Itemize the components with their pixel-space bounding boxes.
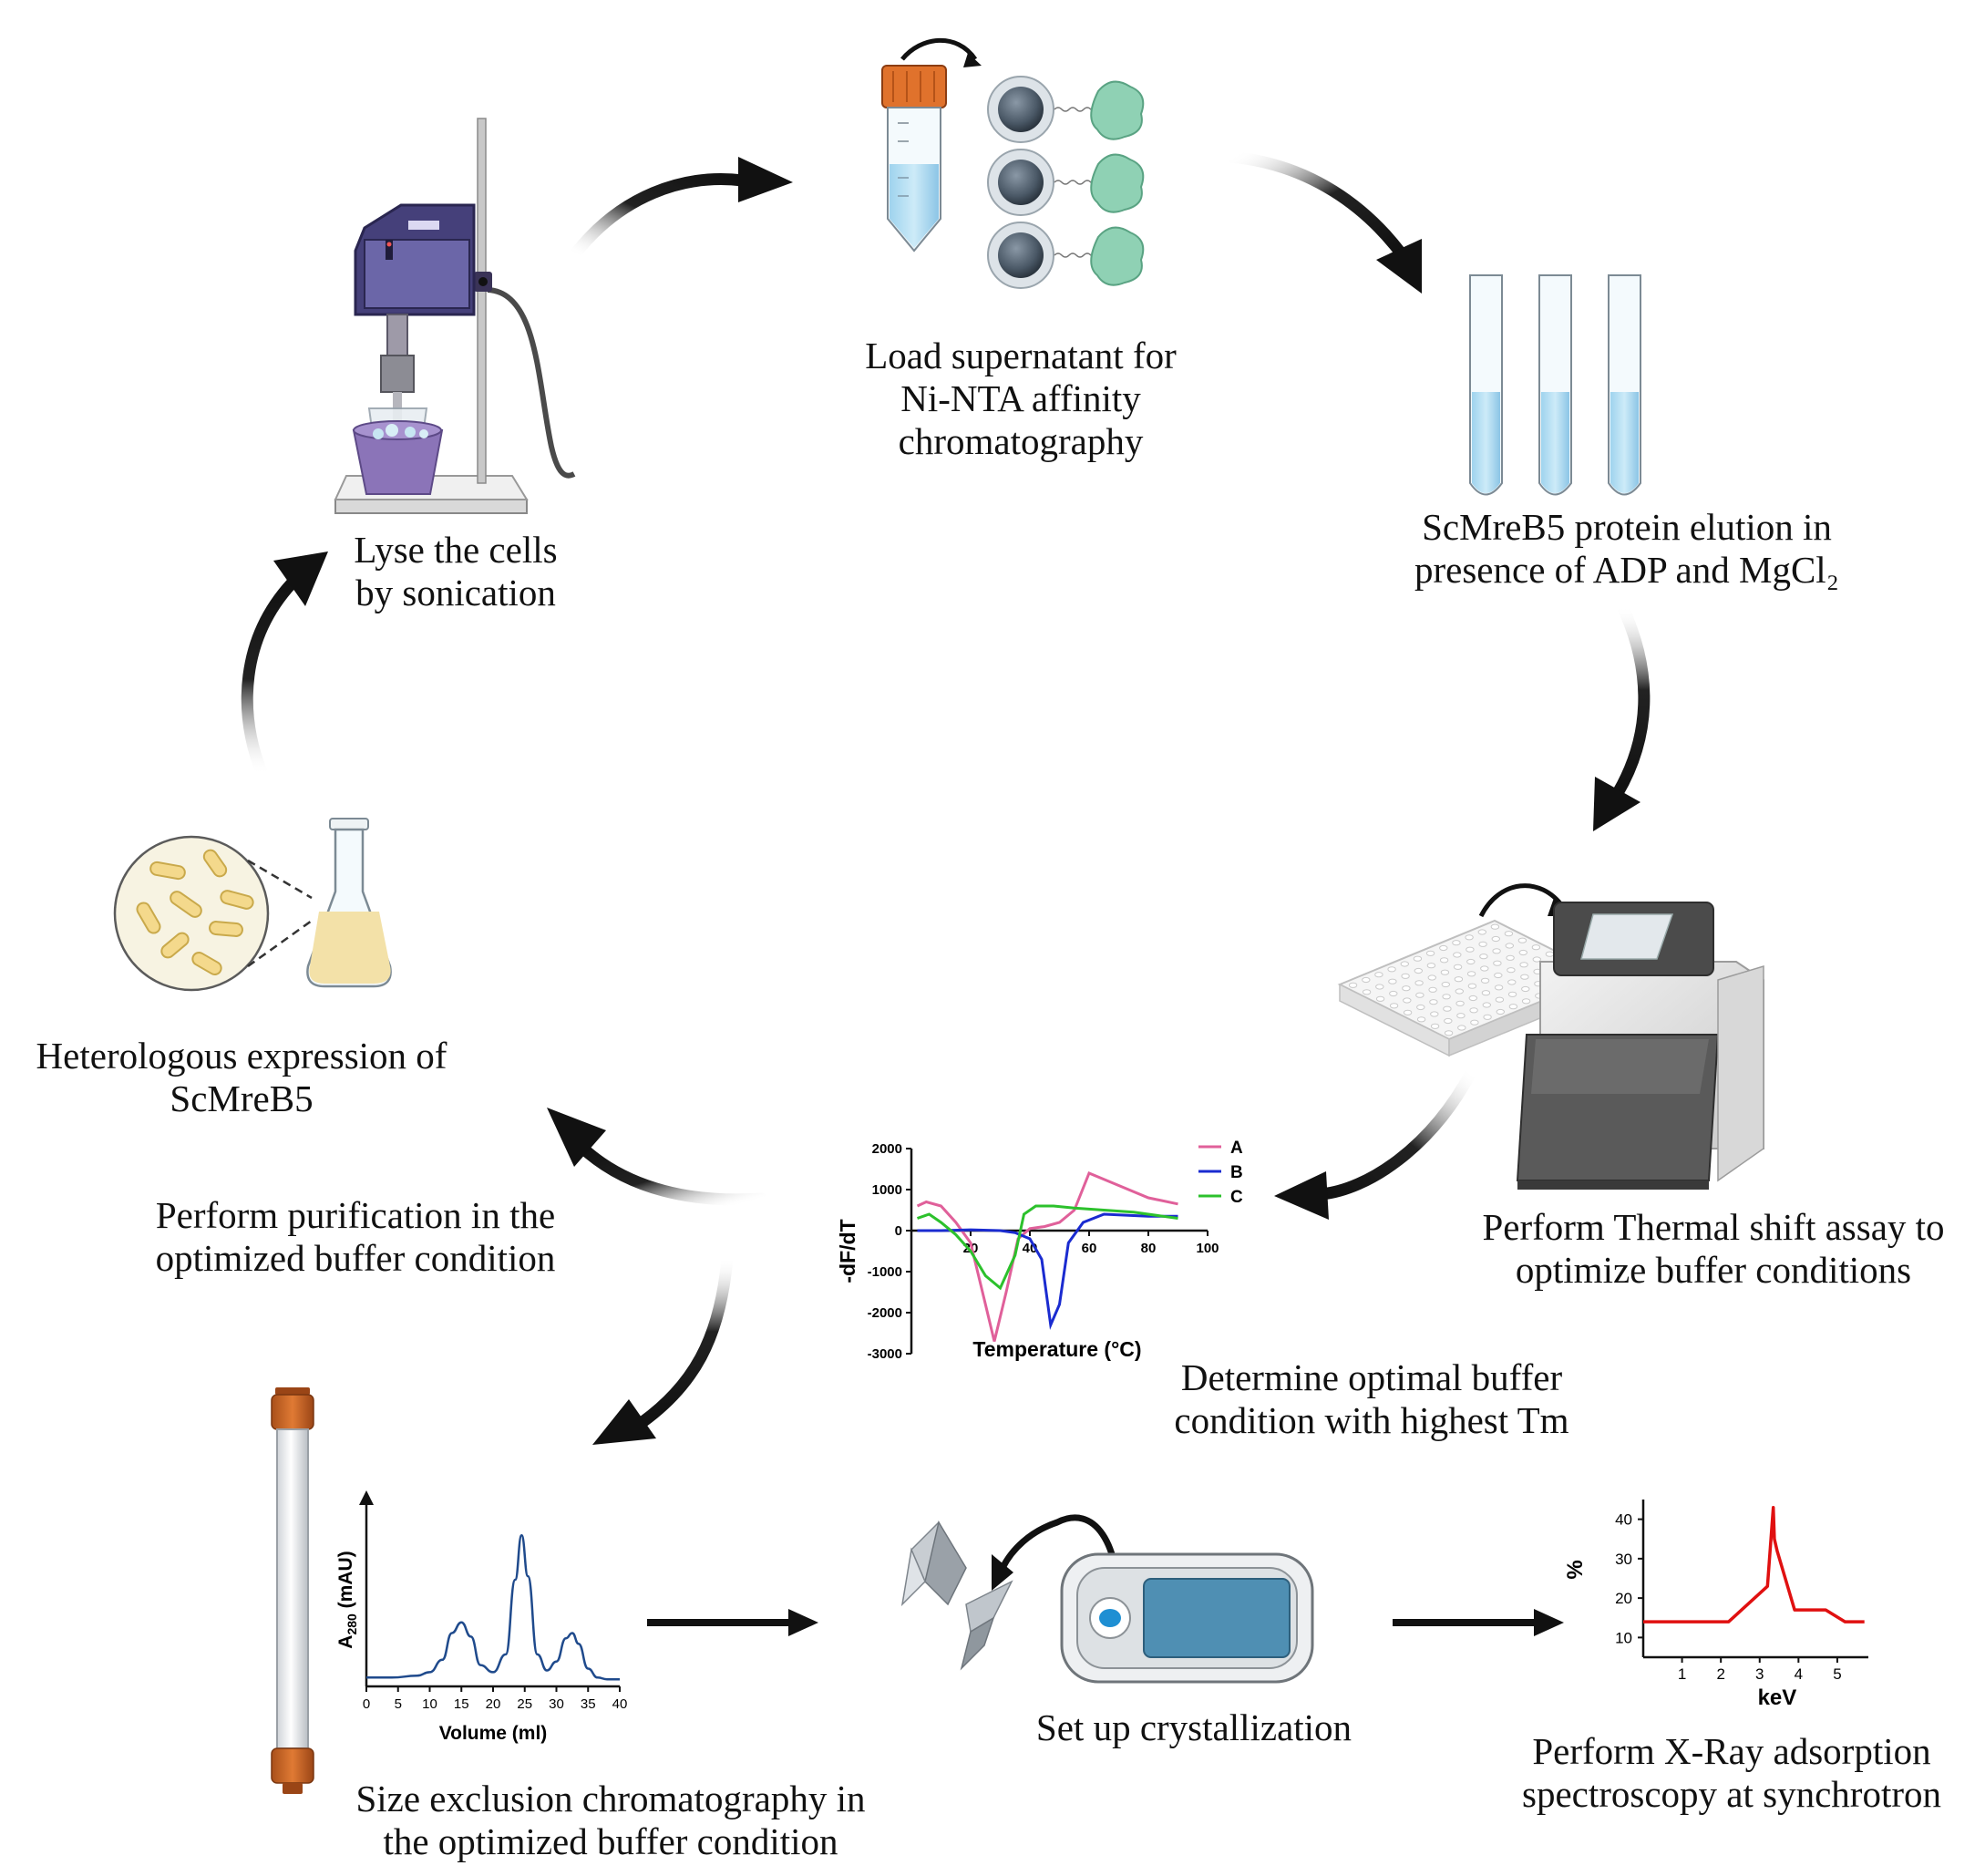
crystallization-plate-illustration xyxy=(992,1514,1314,1684)
caption-determine: Determine optimal buffer condition with … xyxy=(1144,1356,1599,1442)
caption-line: Ni-NTA affinity xyxy=(900,377,1141,419)
caption-lyse: Lyse the cells by sonication xyxy=(319,529,592,614)
spectrum-line xyxy=(1643,1505,1865,1623)
arrow-expression-to-lyse xyxy=(241,551,328,781)
series-line-c xyxy=(917,1204,1178,1291)
x-axis-label: Temperature (°C) xyxy=(972,1337,1141,1361)
caption-line: ScMreB5 protein elution in xyxy=(1422,506,1832,548)
caption-expression: Heterologous expression of ScMreB5 xyxy=(5,1035,478,1120)
sec-column-illustration xyxy=(271,1387,314,1794)
y-tick-label: -3000 xyxy=(868,1346,902,1362)
sonicator-illustration xyxy=(334,118,576,514)
x-tick-label: 25 xyxy=(517,1696,532,1712)
caption-line: Perform X-Ray adsorption xyxy=(1532,1730,1931,1772)
x-tick-label: 2 xyxy=(1716,1665,1724,1683)
falcon-tube-illustration xyxy=(881,37,982,253)
y-axis-label: A280 (mAU) xyxy=(335,1551,359,1648)
x-tick-label: 30 xyxy=(549,1696,564,1712)
caption-line: spectroscopy at synchrotron xyxy=(1522,1773,1941,1815)
x-tick-label: 80 xyxy=(1141,1241,1157,1256)
arrow-lyse-to-load xyxy=(568,157,793,262)
crystals-illustration xyxy=(900,1520,1013,1671)
affinity-beads-illustration xyxy=(987,76,1145,289)
arrow-determine-to-expression xyxy=(547,1108,767,1206)
x-tick-label: 10 xyxy=(422,1696,437,1712)
legend-label: B xyxy=(1230,1163,1243,1182)
x-axis-label: Volume (ml) xyxy=(439,1723,548,1744)
x-axis-label: keV xyxy=(1758,1685,1797,1710)
y-axis-arrowhead xyxy=(359,1490,374,1505)
y-tick-label: 20 xyxy=(1615,1590,1632,1607)
x-tick-label: 5 xyxy=(395,1696,402,1712)
caption-line: the optimized buffer condition xyxy=(383,1820,838,1862)
arrow-sec-to-crystal xyxy=(647,1609,818,1636)
elution-tubes-illustration xyxy=(1469,274,1641,496)
caption-line: Perform purification in the xyxy=(155,1194,556,1236)
y-axis-label: -dF/dT xyxy=(836,1219,859,1283)
xas-spectrum-chart: 10 20 30 40 1 2 3 4 5 keV% xyxy=(1563,1500,1868,1710)
y-tick-label: 10 xyxy=(1615,1629,1632,1646)
caption-load: Load supernatant for Ni-NTA affinity chr… xyxy=(820,335,1221,463)
caption-line: ScMreB5 xyxy=(170,1077,314,1119)
thermal-cycler-illustration xyxy=(1516,902,1764,1190)
arrow-crystal-to-xray xyxy=(1393,1609,1564,1636)
caption-line: Lyse the cells xyxy=(354,529,558,571)
y-tick-label: 1000 xyxy=(872,1182,902,1198)
caption-line: Set up crystallization xyxy=(1035,1706,1352,1748)
caption-line: Load supernatant for xyxy=(865,335,1177,376)
caption-xray: Perform X-Ray adsorption spectroscopy at… xyxy=(1495,1730,1969,1816)
x-tick-label: 20 xyxy=(486,1696,501,1712)
x-tick-label: 35 xyxy=(581,1696,596,1712)
x-tick-label: 15 xyxy=(454,1696,469,1712)
y-tick-label: -2000 xyxy=(868,1305,902,1321)
well-plate-illustration xyxy=(1337,883,1607,1057)
caption-line: Perform Thermal shift assay to xyxy=(1482,1206,1945,1248)
caption-sec: Size exclusion chromatography in the opt… xyxy=(328,1778,893,1863)
caption-line: chromatography xyxy=(898,420,1144,462)
x-tick-label: 100 xyxy=(1196,1241,1219,1256)
x-tick-label: 1 xyxy=(1678,1665,1686,1683)
y-tick-label: 2000 xyxy=(872,1141,902,1157)
x-tick-label: 3 xyxy=(1755,1665,1764,1683)
arrow-load-to-elution xyxy=(1224,150,1422,294)
y-tick-label: 40 xyxy=(1615,1511,1632,1529)
caption-purification: Perform purification in the optimized bu… xyxy=(128,1194,583,1280)
caption-elution: ScMreB5 protein elution in presence of A… xyxy=(1376,506,1877,592)
series-line-a xyxy=(916,1171,1178,1342)
series-line-b xyxy=(917,1212,1178,1331)
x-tick-label: 40 xyxy=(612,1696,628,1712)
y-tick-label: 30 xyxy=(1615,1551,1632,1568)
caption-line: optimized buffer condition xyxy=(155,1237,556,1279)
x-tick-label: 4 xyxy=(1795,1665,1803,1683)
x-tick-label: 60 xyxy=(1082,1241,1097,1256)
y-tick-label: 0 xyxy=(895,1223,902,1239)
flask-cells-illustration xyxy=(113,818,392,992)
caption-line: by sonication xyxy=(355,572,556,613)
x-tick-label: 0 xyxy=(363,1696,370,1712)
legend-label: A xyxy=(1230,1139,1243,1158)
y-axis-label: % xyxy=(1563,1560,1588,1579)
caption-line: presence of ADP and MgCl₂ xyxy=(1414,549,1839,591)
caption-line: optimize buffer conditions xyxy=(1515,1249,1912,1291)
caption-line: condition with highest Tm xyxy=(1174,1399,1569,1441)
caption-line: Size exclusion chromatography in xyxy=(355,1778,866,1819)
caption-crystal: Set up crystallization xyxy=(1003,1706,1385,1749)
caption-line: Determine optimal buffer xyxy=(1180,1356,1563,1398)
y-tick-label: -1000 xyxy=(868,1264,902,1280)
legend-label: C xyxy=(1230,1188,1243,1207)
caption-line: Heterologous expression of xyxy=(36,1035,447,1077)
arrow-determine-to-sec xyxy=(592,1252,734,1445)
chromatogram-line xyxy=(366,1534,620,1681)
arrow-elution-to-thermal xyxy=(1593,600,1651,831)
x-tick-label: 5 xyxy=(1833,1665,1841,1683)
arrow-thermal-to-determine xyxy=(1274,1065,1478,1220)
caption-thermal: Perform Thermal shift assay to optimize … xyxy=(1458,1206,1969,1292)
